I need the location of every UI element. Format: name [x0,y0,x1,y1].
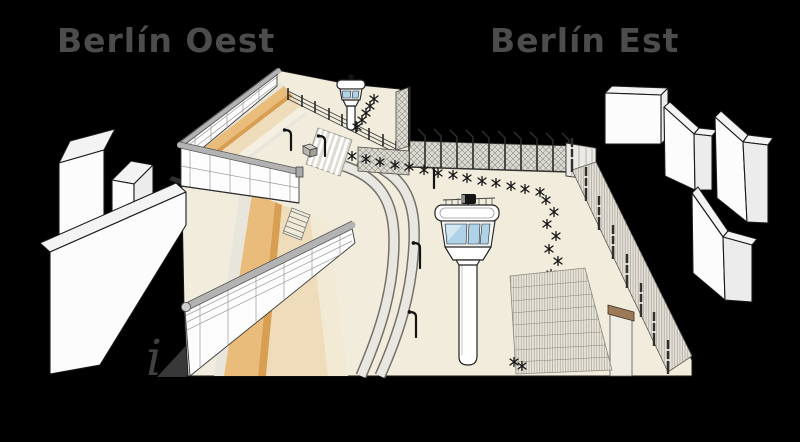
tower-window [351,90,360,99]
shadow-artifact-glyph: i [146,329,162,387]
street-lamp-icon [316,134,327,158]
east-berlin-label: Berlín Est [490,21,679,60]
tower-column [458,258,478,366]
fence-corner-wing [395,86,411,151]
utility-box [302,143,318,158]
tower-window [479,223,491,245]
tower-roof [434,204,500,222]
building-block [714,110,774,224]
east-buildings [604,85,774,303]
outer-wall-far-segment [177,67,281,167]
tower-column [346,105,356,131]
tower-window [467,223,481,245]
wall-end-brown-cap [607,304,635,377]
tower-roof [336,79,366,90]
outer-wall-front-segment [177,141,304,204]
street-lamp-icon [407,310,418,339]
building-block [691,186,758,303]
border-fence-top [357,86,571,176]
street-lamp-icon [282,128,293,152]
tower-window [341,90,352,99]
west-buildings [39,128,187,375]
building-block [39,182,187,375]
wall-pipe-endcap [180,301,192,313]
wall-pipe-top [182,221,356,311]
building-block [604,85,669,145]
west-berlin-label: Berlín Oest [57,21,275,60]
trench-grate [282,207,311,241]
wall-pipe-top [177,68,281,148]
watchtower-main-icon [434,194,500,366]
wall-end-pillar [295,166,304,178]
searchlight-icon [348,74,354,80]
street-lamp-icon [411,241,422,270]
